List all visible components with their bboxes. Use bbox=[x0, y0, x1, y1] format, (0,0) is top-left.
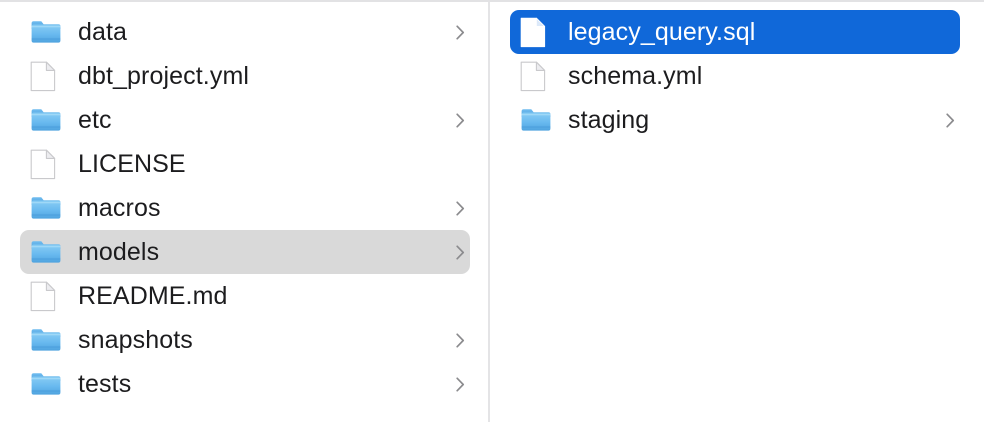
chevron-right-icon[interactable] bbox=[452, 109, 468, 131]
chevron-right-icon-svg bbox=[455, 376, 464, 392]
chevron-right-icon-svg bbox=[455, 112, 464, 128]
document-icon bbox=[30, 61, 64, 91]
file-row-README.md[interactable]: README.md bbox=[20, 274, 470, 318]
folder-row-data[interactable]: data bbox=[20, 10, 470, 54]
folder-row-models[interactable]: models bbox=[20, 230, 470, 274]
item-label: staging bbox=[568, 106, 650, 134]
secondary-column[interactable]: legacy_query.sql schema.yml staging bbox=[490, 2, 982, 422]
item-label: dbt_project.yml bbox=[78, 62, 250, 90]
item-label: legacy_query.sql bbox=[568, 18, 756, 46]
folder-icon-svg bbox=[31, 109, 61, 131]
document-icon-svg bbox=[30, 61, 56, 91]
document-icon bbox=[520, 17, 554, 47]
document-icon-svg bbox=[520, 17, 546, 47]
folder-icon bbox=[30, 325, 64, 355]
folder-row-staging[interactable]: staging bbox=[510, 98, 960, 142]
folder-icon bbox=[30, 369, 64, 399]
document-icon bbox=[30, 281, 64, 311]
chevron-right-icon[interactable] bbox=[942, 109, 958, 131]
folder-icon bbox=[30, 105, 64, 135]
folder-icon bbox=[520, 105, 554, 135]
folder-icon bbox=[30, 237, 64, 267]
chevron-right-icon-svg bbox=[455, 200, 464, 216]
folder-icon-svg bbox=[521, 109, 551, 131]
document-icon-svg bbox=[520, 61, 546, 91]
item-label: schema.yml bbox=[568, 62, 703, 90]
folder-row-snapshots[interactable]: snapshots bbox=[20, 318, 470, 362]
folder-icon bbox=[30, 193, 64, 223]
document-icon-svg bbox=[30, 281, 56, 311]
file-row-schema.yml[interactable]: schema.yml bbox=[510, 54, 960, 98]
chevron-right-icon[interactable] bbox=[452, 197, 468, 219]
folder-row-tests[interactable]: tests bbox=[20, 362, 470, 406]
item-label: models bbox=[78, 238, 160, 266]
chevron-right-icon-svg bbox=[455, 332, 464, 348]
item-label: etc bbox=[78, 106, 112, 134]
document-icon-svg bbox=[30, 149, 56, 179]
folder-icon-svg bbox=[31, 373, 61, 395]
file-row-dbt_project.yml[interactable]: dbt_project.yml bbox=[20, 54, 470, 98]
item-label: LICENSE bbox=[78, 150, 186, 178]
file-row-LICENSE[interactable]: LICENSE bbox=[20, 142, 470, 186]
folder-row-macros[interactable]: macros bbox=[20, 186, 470, 230]
item-label: tests bbox=[78, 370, 132, 398]
folder-icon-svg bbox=[31, 329, 61, 351]
item-label: snapshots bbox=[78, 326, 193, 354]
folder-icon-svg bbox=[31, 241, 61, 263]
primary-column[interactable]: data dbt_project.yml etc LICE bbox=[0, 2, 490, 422]
chevron-right-icon-svg bbox=[455, 24, 464, 40]
chevron-right-icon[interactable] bbox=[452, 329, 468, 351]
item-label: README.md bbox=[78, 282, 228, 310]
chevron-right-icon[interactable] bbox=[452, 241, 468, 263]
item-label: macros bbox=[78, 194, 161, 222]
chevron-right-icon-svg bbox=[455, 244, 464, 260]
chevron-right-icon[interactable] bbox=[452, 21, 468, 43]
folder-icon bbox=[30, 17, 64, 47]
document-icon bbox=[30, 149, 64, 179]
folder-icon-svg bbox=[31, 21, 61, 43]
chevron-right-icon[interactable] bbox=[452, 373, 468, 395]
folder-row-etc[interactable]: etc bbox=[20, 98, 470, 142]
file-row-legacy_query.sql[interactable]: legacy_query.sql bbox=[510, 10, 960, 54]
item-label: data bbox=[78, 18, 128, 46]
chevron-right-icon-svg bbox=[945, 112, 954, 128]
folder-icon-svg bbox=[31, 197, 61, 219]
document-icon bbox=[520, 61, 554, 91]
